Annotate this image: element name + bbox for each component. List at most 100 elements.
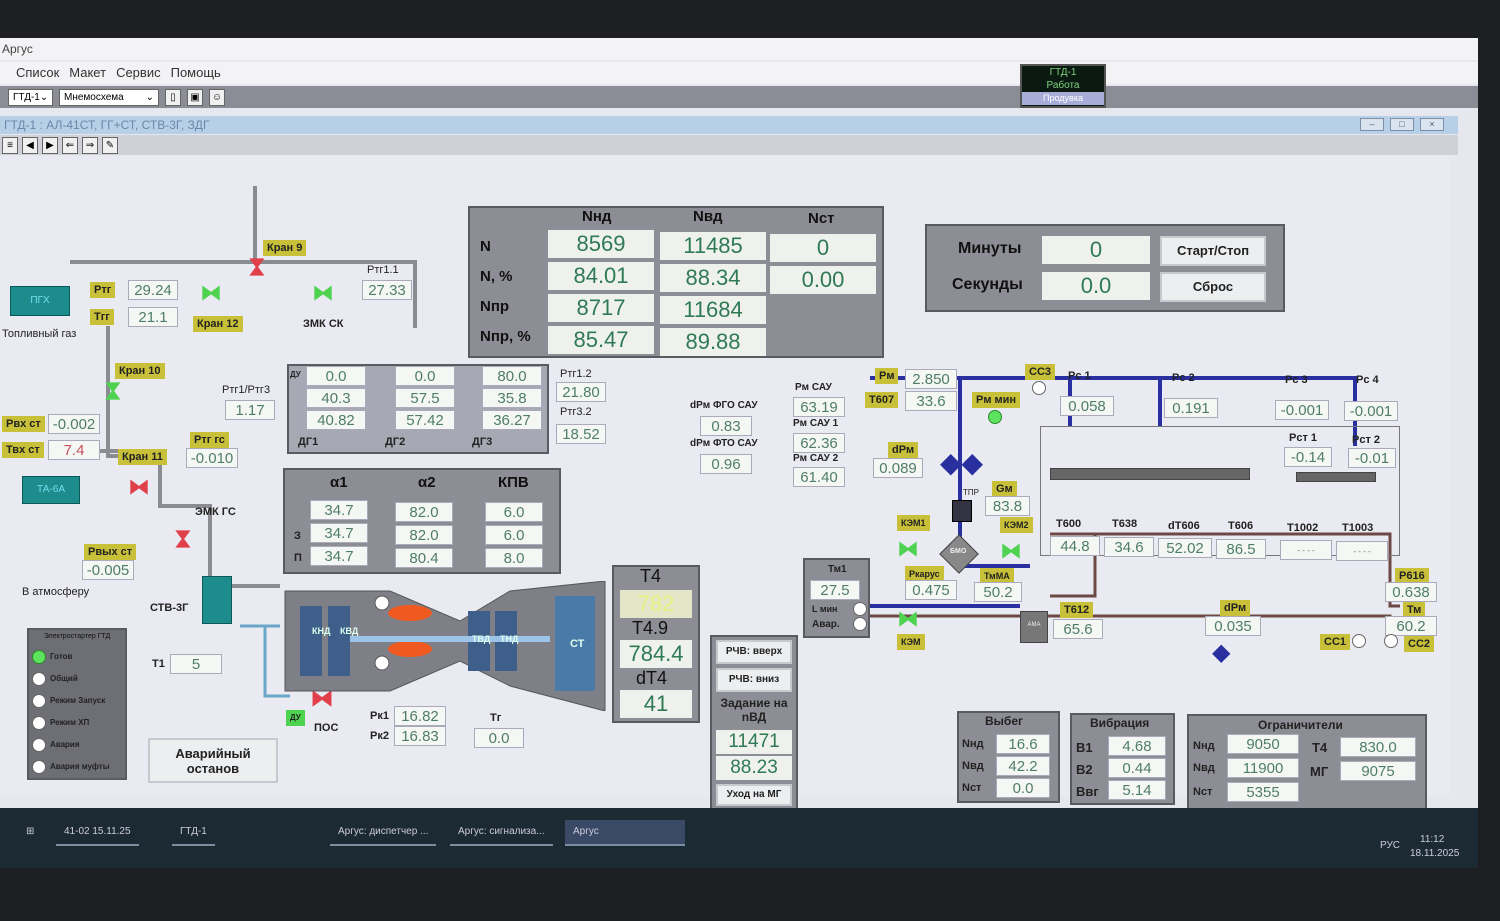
rk2-label: Рк2	[370, 730, 389, 742]
t612-label: Т612	[1060, 602, 1094, 618]
dt4-value: 41	[620, 690, 692, 718]
taskbar-item[interactable]: Аргус: сигнализа...	[450, 820, 553, 846]
compressor-hp	[328, 606, 350, 676]
forward-icon[interactable]: ▶	[42, 137, 58, 154]
tnd-label: ТНД	[500, 634, 519, 644]
valve-icon[interactable]: ⧓	[245, 256, 270, 278]
valve-icon[interactable]: ⧓	[1000, 538, 1022, 563]
bmo-label: БМО	[950, 548, 967, 555]
unit-select[interactable]: ГТД-1⌄	[8, 88, 53, 106]
speed-value: 0.00	[770, 266, 876, 294]
language-indicator[interactable]: РУС	[1380, 840, 1401, 851]
dt4-label: dT4	[636, 668, 668, 688]
tvd-label: ТВД	[472, 634, 491, 644]
speed-value: 88.34	[660, 264, 766, 292]
avar-indicator	[853, 617, 867, 631]
rchv-down-button[interactable]: РЧВ: вниз	[716, 668, 792, 692]
valve-icon[interactable]: ⧓	[200, 280, 222, 305]
start-icon[interactable]: ⊞	[26, 826, 35, 837]
close-icon[interactable]: ×	[1420, 118, 1444, 131]
redo-icon[interactable]: ⇒	[82, 137, 98, 154]
minutes-label: Минуты	[958, 240, 1022, 257]
limit-label: Nвд	[1193, 762, 1215, 774]
rvh-label: Рвх ст	[2, 416, 45, 432]
valve-icon[interactable]: ⧓	[171, 528, 196, 550]
task-pct-value[interactable]: 88.23	[716, 756, 792, 780]
taskbar-item[interactable]: 41-02 15.11.25	[56, 820, 139, 846]
dpm-fto-value: 0.96	[700, 454, 752, 474]
gm-value: 83.8	[985, 496, 1030, 516]
valve-icon[interactable]: ⧓	[897, 606, 919, 631]
rk1-value: 16.82	[394, 706, 446, 726]
t607-value: 33.6	[905, 391, 957, 411]
pc4-value: -0.001	[1344, 401, 1398, 421]
alpha-value: 6.0	[485, 525, 543, 545]
vibration-value: 5.14	[1108, 780, 1166, 800]
start-stop-button[interactable]: Старт/Стоп	[1160, 236, 1266, 266]
compressor-lp	[300, 606, 322, 676]
pin-icon[interactable]: ✎	[102, 137, 118, 154]
dt606-value: 52.02	[1158, 538, 1212, 558]
clock-time[interactable]: 11:12	[1420, 834, 1445, 845]
clock-date[interactable]: 18.11.2025	[1410, 848, 1460, 859]
t638-value: 34.6	[1104, 537, 1154, 557]
rm-sau2-label: Рм САУ 2	[793, 453, 839, 464]
t600-value: 44.8	[1050, 536, 1100, 556]
rtg32-value: 18.52	[556, 424, 606, 444]
row-label: ДУ	[290, 370, 301, 379]
tm1-value: 27.5	[810, 580, 860, 600]
undo-icon[interactable]: ⇐	[62, 137, 78, 154]
rm-value: 2.850	[905, 369, 957, 389]
shaft-icon	[1296, 472, 1376, 482]
rtg-value: 29.24	[128, 280, 178, 300]
menu-help[interactable]: Помощь	[170, 65, 221, 80]
menu-list[interactable]: Список	[16, 65, 60, 80]
limit-value: 9075	[1340, 761, 1416, 781]
air-starter[interactable]	[202, 576, 232, 624]
rtg11-label: Ртг1.1	[367, 264, 399, 276]
idle-button[interactable]: Уход на МГ	[716, 784, 792, 806]
menu-layout[interactable]: Макет	[69, 65, 107, 80]
back-icon[interactable]: ◀	[22, 137, 38, 154]
dpm-fgo-label: dPм ФГО САУ	[690, 400, 758, 411]
rtg-gs-value: -0.010	[186, 448, 238, 468]
oil-filter-icon: ◆◆	[940, 447, 984, 478]
taskbar-item[interactable]: Аргус: диспетчер ...	[330, 820, 437, 846]
starter-unit[interactable]: ТА-6А	[22, 476, 80, 504]
fuel-heater[interactable]: ПГХ	[10, 286, 70, 316]
taskbar-item-active[interactable]: Аргус	[565, 820, 685, 846]
rm-sau-label: Рм САУ	[795, 382, 832, 393]
limit-label: МГ	[1310, 764, 1329, 779]
row-label: З	[294, 530, 301, 542]
user-icon[interactable]: ☺	[209, 88, 225, 106]
maximize-icon[interactable]: □	[1390, 118, 1414, 131]
reset-button[interactable]: Сброс	[1160, 272, 1266, 302]
seconds-value: 0.0	[1042, 272, 1150, 300]
lmin-label: L мин	[812, 604, 838, 614]
tg-value: 0.0	[474, 728, 524, 748]
rk1-label: Рк1	[370, 710, 389, 722]
save-icon[interactable]: ▣	[187, 88, 203, 106]
dpm2-value: 0.035	[1205, 616, 1261, 636]
valve-icon[interactable]: ⧓	[101, 380, 126, 402]
avar-label: Авар.	[812, 619, 840, 630]
emergency-stop-button[interactable]: Аварийный останов	[148, 738, 278, 783]
valve-icon[interactable]: ⧓	[312, 280, 334, 305]
menu-service[interactable]: Сервис	[116, 65, 161, 80]
task-rpm-value[interactable]: 11471	[716, 730, 792, 754]
view-select[interactable]: Мнемосхема⌄	[59, 88, 159, 106]
speeds-header: Nнд	[582, 208, 612, 225]
minimize-icon[interactable]: –	[1360, 118, 1384, 131]
taskbar-item[interactable]: ГТД-1	[172, 820, 215, 846]
valve-icon[interactable]: ⧓	[128, 474, 150, 499]
rchv-up-button[interactable]: РЧВ: вверх	[716, 640, 792, 664]
cc2-label: СС2	[1404, 636, 1435, 652]
t606-label: Т606	[1228, 520, 1254, 532]
vibration-label: В2	[1076, 762, 1093, 777]
coast-value: 42.2	[996, 756, 1050, 776]
valve-icon[interactable]: ⧓	[897, 536, 919, 561]
pc4-label: Рс 4	[1356, 374, 1379, 386]
coast-label: Nвд	[962, 760, 984, 772]
list-icon[interactable]: ≡	[2, 137, 18, 154]
print-icon[interactable]: ▯	[165, 88, 181, 106]
